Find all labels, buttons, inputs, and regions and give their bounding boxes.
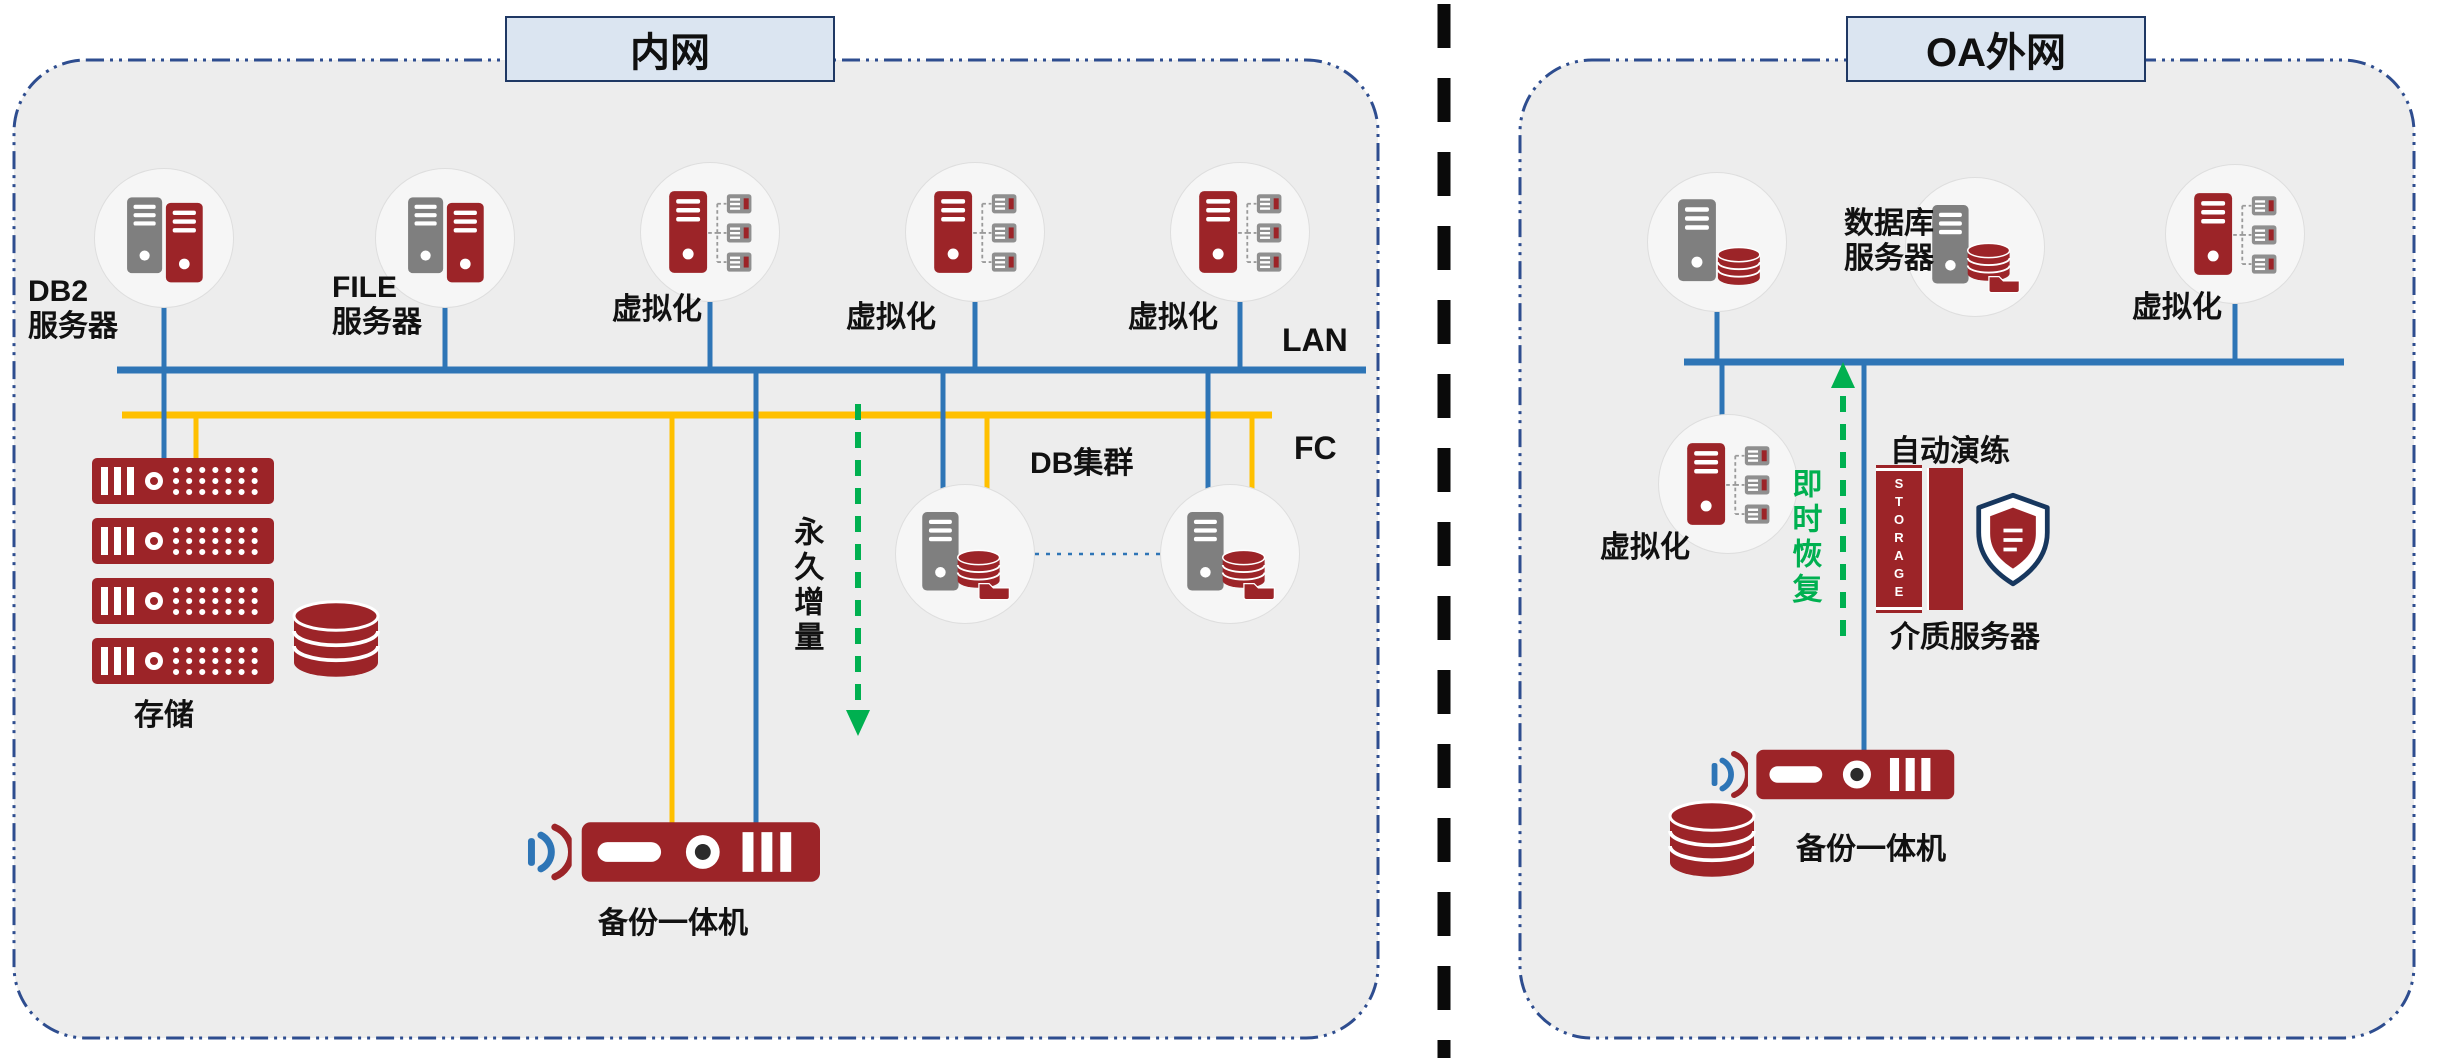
node-virtualization-2 bbox=[905, 162, 1045, 302]
node-file-server bbox=[375, 168, 515, 308]
node-db-cluster-2 bbox=[1160, 484, 1300, 624]
database-cylinder-icon bbox=[292, 599, 380, 679]
node-virtualization-1 bbox=[640, 162, 780, 302]
oa-database-server-label: 数据库 服务器 bbox=[1844, 207, 1934, 276]
fc-drop-lines bbox=[193, 415, 1255, 826]
virtualization-icon bbox=[1199, 191, 1282, 273]
auto-drill-label: 自动演练 bbox=[1890, 435, 2010, 468]
server-pair-icon bbox=[127, 197, 203, 283]
database-cylinder-icon bbox=[1668, 799, 1756, 879]
instant-recovery-label: 即时恢复 bbox=[1787, 468, 1821, 608]
node-oa-database-server bbox=[1647, 172, 1787, 312]
intranet-zone-title-text: 内网 bbox=[630, 31, 710, 75]
oa-backup-appliance-label: 备份一体机 bbox=[1796, 833, 1946, 866]
media-server-label: 介质服务器 bbox=[1890, 621, 2040, 654]
shield-icon bbox=[1976, 492, 2050, 587]
backup-appliance-icon bbox=[526, 818, 822, 886]
oa-virtualization-top-label: 虚拟化 bbox=[2132, 291, 2222, 324]
backup-appliance-label: 备份一体机 bbox=[598, 907, 748, 940]
forever-incremental-label: 永久增量 bbox=[789, 516, 823, 656]
node-virtualization-3 bbox=[1170, 162, 1310, 302]
instant-recovery-arrowhead bbox=[1831, 362, 1855, 388]
intranet-zone-title: 内网 bbox=[505, 16, 835, 82]
storage-array-icon bbox=[92, 458, 274, 684]
oa-zone-title-text: OA外网 bbox=[1926, 31, 2066, 75]
node-db2-server bbox=[94, 168, 234, 308]
db-server-folder-icon bbox=[1187, 512, 1276, 601]
storage-tower-icon: STORAGE bbox=[1876, 468, 1922, 610]
virtualization-icon bbox=[1687, 443, 1770, 525]
storage-tower-text: STORAGE bbox=[1891, 476, 1907, 602]
virtualization-icon bbox=[2194, 193, 2277, 275]
backup-appliance-icon bbox=[1710, 746, 1956, 803]
oa-zone-title: OA外网 bbox=[1846, 16, 2146, 82]
fc-label: FC bbox=[1294, 430, 1337, 466]
node-oa-database-server-2 bbox=[1905, 177, 2045, 317]
node-db-cluster-1 bbox=[895, 484, 1035, 624]
intranet-zone-boundary bbox=[12, 58, 1380, 1040]
lan-label: LAN bbox=[1282, 322, 1348, 358]
virtualization-2-label: 虚拟化 bbox=[846, 301, 936, 334]
oa-virtualization-side-label: 虚拟化 bbox=[1600, 531, 1690, 564]
forever-incremental-arrowhead bbox=[846, 710, 870, 736]
virtualization-icon bbox=[934, 191, 1017, 273]
db2-server-label: DB2 服务器 bbox=[28, 275, 118, 344]
oa-drop-lines bbox=[1714, 304, 2238, 752]
db-server-folder-icon bbox=[922, 512, 1011, 601]
node-oa-virtualization-top bbox=[2165, 164, 2305, 304]
db-server-icon bbox=[1678, 199, 1761, 286]
file-server-label: FILE 服务器 bbox=[332, 271, 422, 340]
db-server-folder-icon bbox=[1932, 205, 2021, 294]
virtualization-icon bbox=[669, 191, 752, 273]
virtualization-3-label: 虚拟化 bbox=[1128, 301, 1218, 334]
storage-label: 存储 bbox=[134, 699, 194, 732]
db-cluster-label: DB集群 bbox=[1030, 447, 1134, 480]
virtualization-1-label: 虚拟化 bbox=[612, 293, 702, 326]
lan-drop-lines bbox=[161, 302, 1243, 826]
media-server: STORAGE bbox=[1876, 468, 2053, 610]
node-oa-virtualization-side bbox=[1658, 414, 1798, 554]
storage-panel-icon bbox=[1927, 468, 1963, 610]
